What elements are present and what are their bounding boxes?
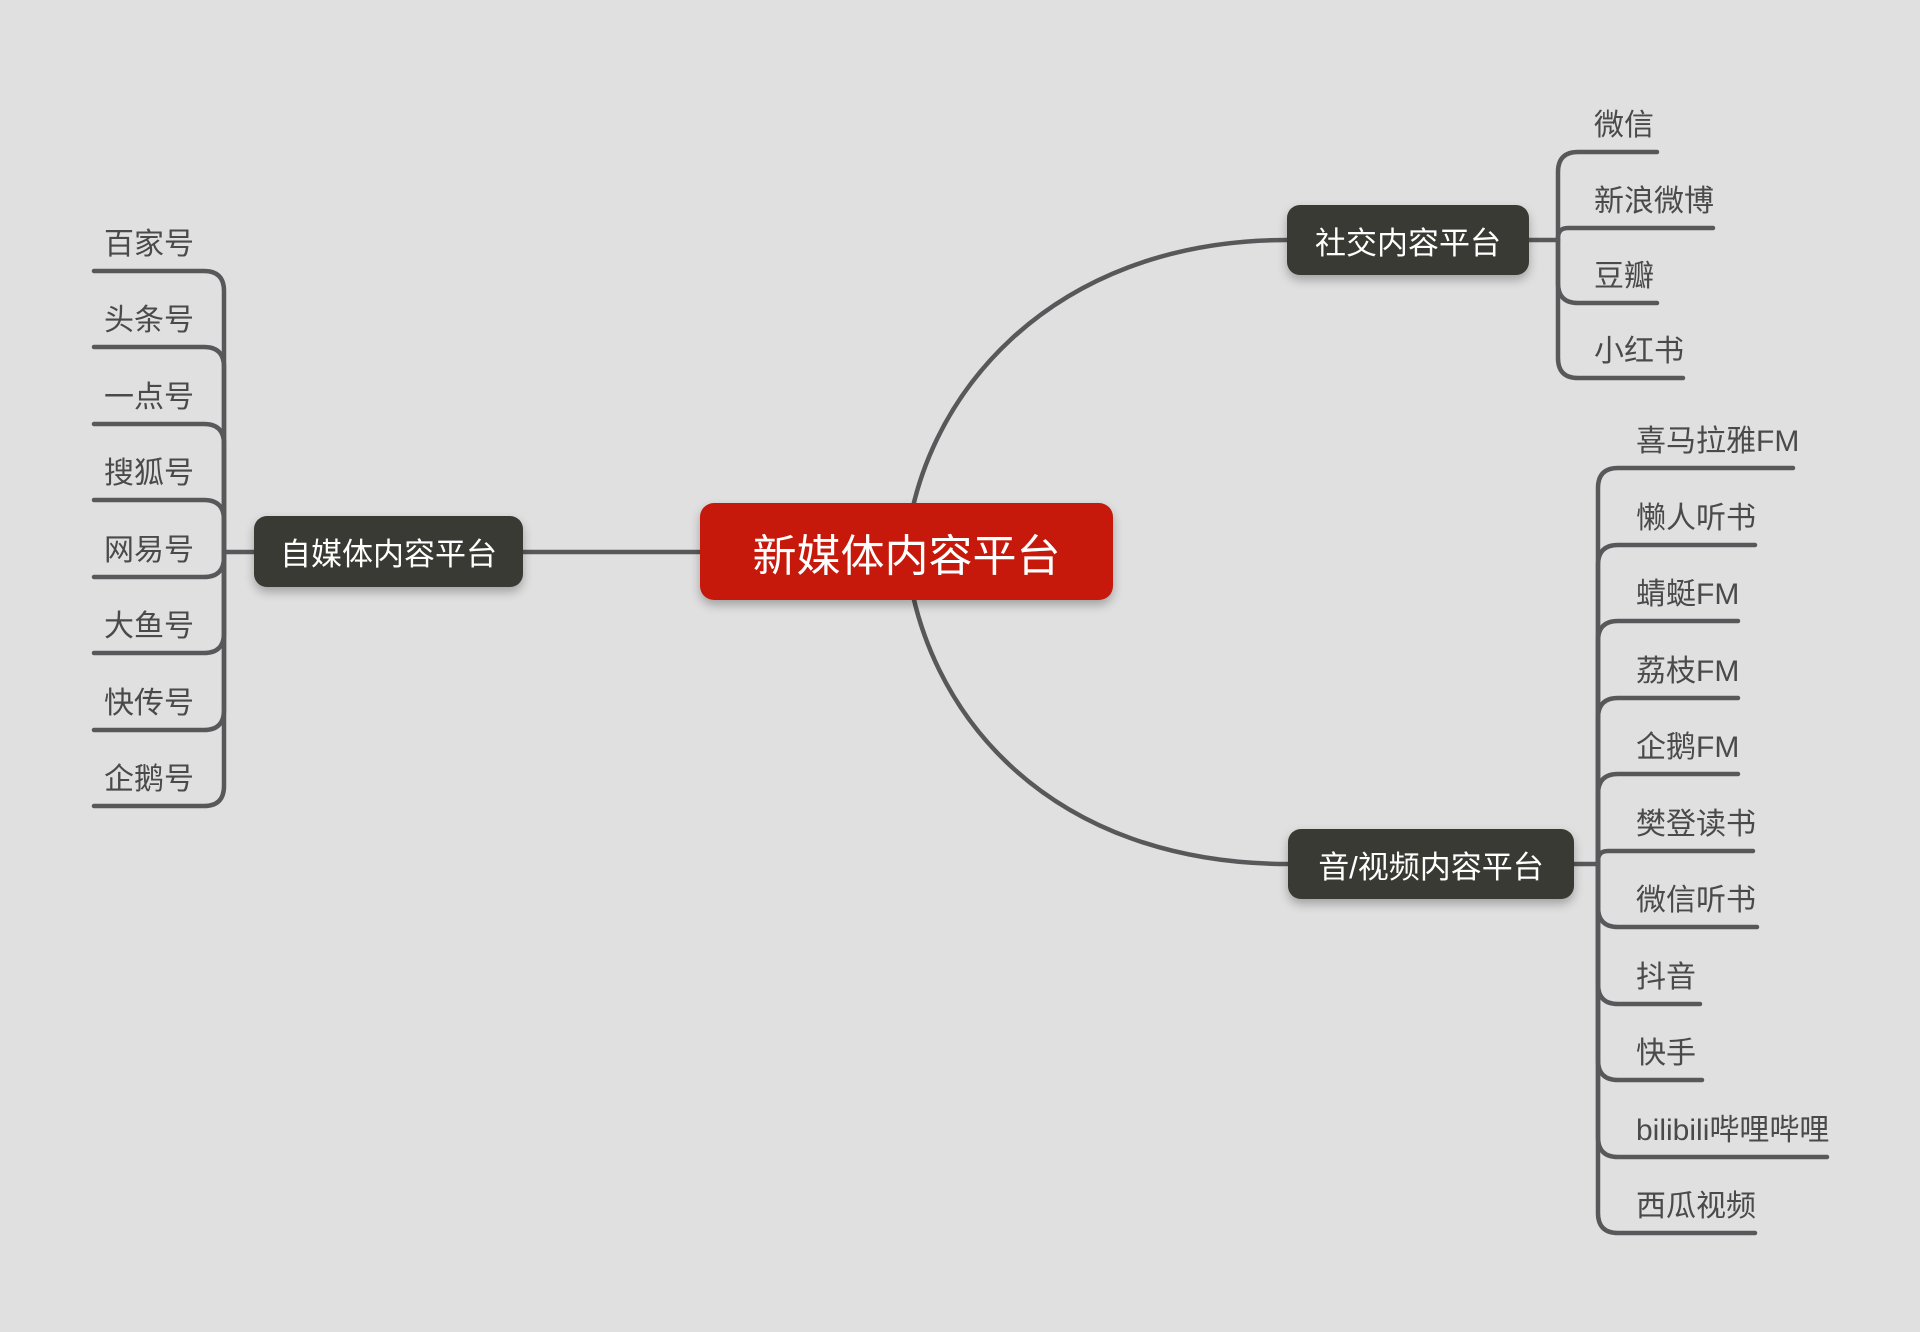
leaf-topic[interactable]: 搜狐号 [104, 457, 194, 490]
leaf-topic[interactable]: 网易号 [104, 534, 194, 567]
leaf-topic[interactable]: 喜马拉雅FM [1636, 425, 1800, 458]
leaf-topic[interactable]: 大鱼号 [104, 610, 194, 643]
branch-topic-audio-video[interactable]: 音/视频内容平台 [1288, 829, 1574, 899]
edge-leaf [91, 497, 227, 555]
edge-leaf [91, 268, 227, 555]
edge-leaf [91, 421, 227, 555]
edge-leaf [1595, 771, 1741, 867]
edge-leaf [91, 344, 227, 555]
edge-root-to-audio-video [903, 549, 1291, 867]
leaf-topic[interactable]: 头条号 [104, 304, 194, 337]
edge-leaf [91, 549, 227, 809]
edge-leaf [1595, 695, 1741, 867]
leaf-topic[interactable]: 抖音 [1636, 961, 1696, 994]
edge-leaf [1595, 861, 1758, 1236]
leaf-topic[interactable]: 微信 [1594, 109, 1654, 142]
leaf-topic[interactable]: 一点号 [104, 381, 194, 414]
leaf-topic[interactable]: 快传号 [104, 687, 194, 720]
leaf-topic[interactable]: bilibili哔哩哔哩 [1636, 1114, 1830, 1147]
leaf-topic[interactable]: 小红书 [1594, 335, 1684, 368]
edge-leaf [1595, 848, 1756, 867]
leaf-topic[interactable]: 西瓜视频 [1636, 1190, 1756, 1223]
leaf-topic[interactable]: 新浪微博 [1594, 185, 1714, 218]
leaf-topic[interactable]: 荔枝FM [1636, 655, 1740, 688]
leaf-topic[interactable]: 快手 [1636, 1037, 1696, 1070]
branch-topic-self-media[interactable]: 自媒体内容平台 [254, 516, 523, 587]
edge-leaf [1555, 225, 1716, 243]
edge-leaf [1595, 542, 1758, 867]
leaf-topic[interactable]: 企鹅号 [104, 763, 194, 796]
branch-topic-social[interactable]: 社交内容平台 [1287, 205, 1529, 275]
leaf-topic[interactable]: 樊登读书 [1636, 808, 1756, 841]
edge-leaf [1555, 237, 1686, 381]
leaf-topic[interactable]: 懒人听书 [1636, 502, 1756, 535]
edge-leaf [1595, 465, 1796, 867]
leaf-topic[interactable]: 豆瓣 [1594, 260, 1654, 293]
leaf-topic[interactable]: 蜻蜓FM [1636, 578, 1740, 611]
leaf-topic[interactable]: 百家号 [104, 228, 194, 261]
edge-root-to-social [903, 237, 1290, 555]
root-topic[interactable]: 新媒体内容平台 [700, 503, 1113, 600]
leaf-topic[interactable]: 微信听书 [1636, 884, 1756, 917]
edge-leaf [1555, 149, 1660, 243]
edge-leaf [1595, 618, 1741, 867]
leaf-topic[interactable]: 企鹅FM [1636, 731, 1740, 764]
